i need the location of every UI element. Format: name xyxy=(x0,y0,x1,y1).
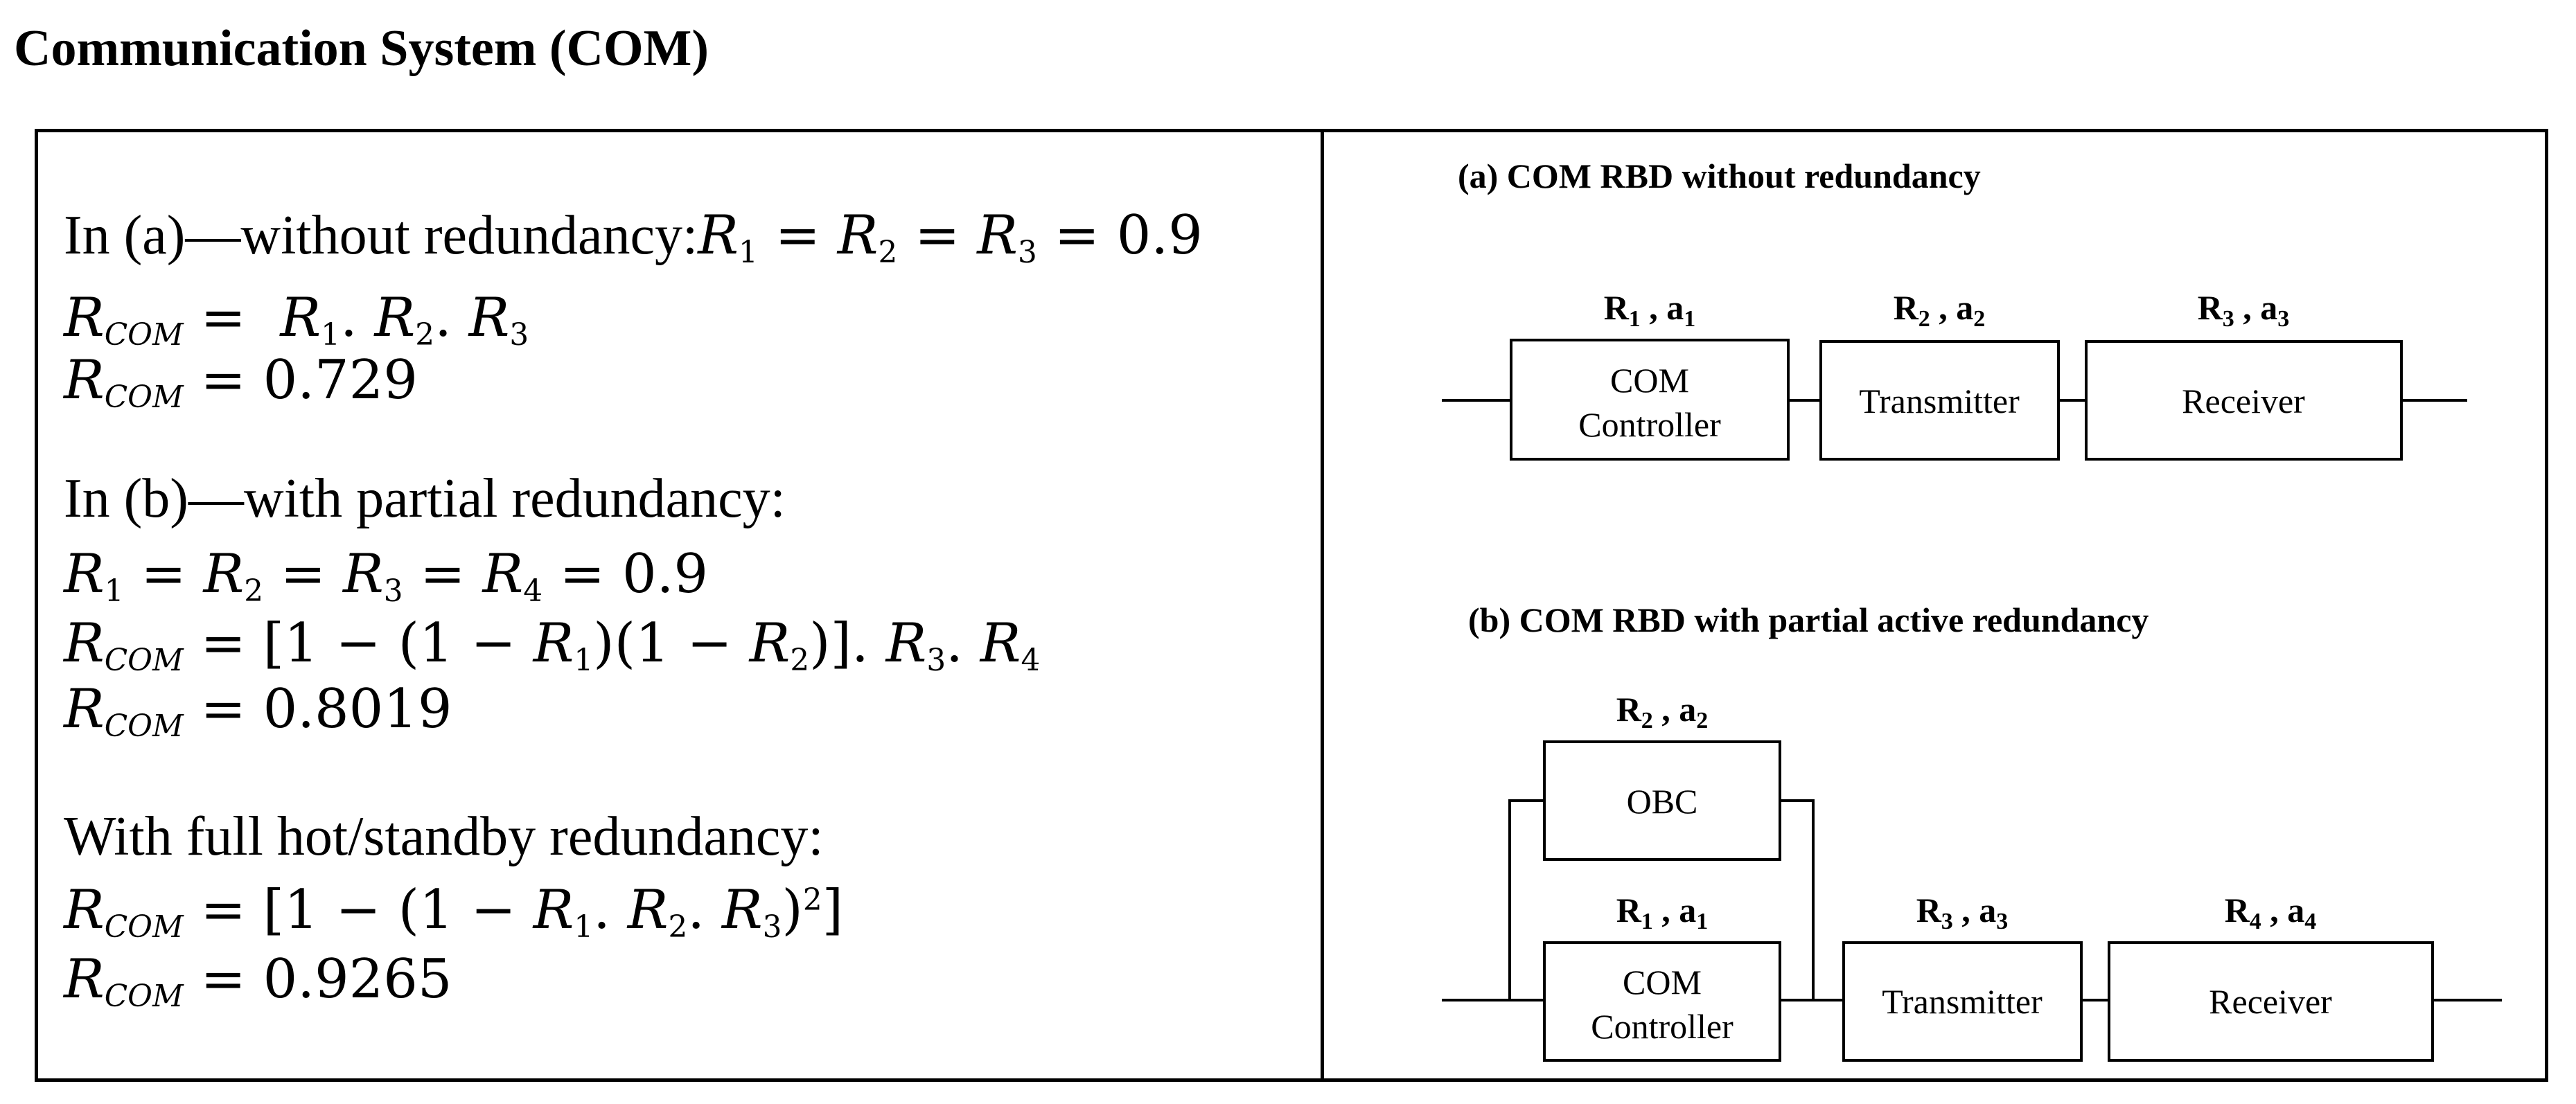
block-param: R4 , a4 xyxy=(2225,891,2317,934)
eq-c-formula: RCOM = [1 − (1 − R1. R2. R3)2] xyxy=(64,879,844,945)
block-label: Transmitter xyxy=(1859,382,2020,420)
page-title: Communication System (COM) xyxy=(14,20,709,77)
eq-a-heading-line: In (a)—without redundancy:R1 = R2 = R3 =… xyxy=(64,204,1203,271)
rbd-diagrams: (a) COM RBD without redundancy COM Contr… xyxy=(1442,157,2502,1062)
block-label: COM xyxy=(1623,963,1702,1001)
eq-a-result: 0.729 xyxy=(263,349,418,411)
eq-a-result-line: RCOM = 0.729 xyxy=(64,349,418,416)
eq-b-result: 0.8019 xyxy=(263,678,452,740)
block-label: COM xyxy=(1610,361,1689,400)
block-param: R1 , a1 xyxy=(1616,891,1709,934)
block-label: Receiver xyxy=(2209,982,2332,1021)
eq-a-heading: In (a)—without redundancy: xyxy=(64,205,698,266)
diagram-b-block-obc: OBC R2 , a2 xyxy=(1543,690,1781,861)
diagram-b-connector-lines xyxy=(1442,799,2502,1001)
diagram-b-block-receiver: Receiver R4 , a4 xyxy=(2108,891,2434,1062)
eq-c-result-line: RCOM = 0.9265 xyxy=(64,948,452,1015)
frame-divider xyxy=(1321,129,1324,1082)
block-param: R3 , a3 xyxy=(1916,891,2009,934)
diagram-a-title: (a) COM RBD without redundancy xyxy=(1458,157,1981,195)
eq-c-heading: With full hot/standby redundancy: xyxy=(64,806,824,867)
block-param: R1 , a1 xyxy=(1604,288,1696,332)
eq-c-result: 0.9265 xyxy=(263,948,452,1010)
eq-b-formula: RCOM = [1 − (1 − R1)(1 − R2)]. R3. R4 xyxy=(64,612,1041,679)
content-frame xyxy=(35,129,2548,1082)
diagram-b-title: (b) COM RBD with partial active redundan… xyxy=(1468,600,2149,639)
block-label: Controller xyxy=(1591,1007,1733,1046)
eq-a-formula: RCOM = R1. R2. R3 xyxy=(64,287,529,353)
diagram-a-block-transmitter: Transmitter R2 , a2 xyxy=(1819,288,2060,461)
diagram-b-block-com-controller: COM Controller R1 , a1 xyxy=(1543,891,1781,1062)
diagram-a-block-com-controller: COM Controller R1 , a1 xyxy=(1510,288,1790,461)
eq-b-value: 0.9 xyxy=(621,543,708,605)
eq-b-values: R1 = R2 = R3 = R4 = 0.9 xyxy=(64,543,708,609)
eq-a-value: 0.9 xyxy=(1116,204,1203,267)
eq-b-result-line: RCOM = 0.8019 xyxy=(64,678,452,745)
block-param: R3 , a3 xyxy=(2198,288,2290,332)
block-label: Controller xyxy=(1578,405,1721,444)
diagram-a-block-receiver: Receiver R3 , a3 xyxy=(2085,288,2403,461)
diagram-b-block-transmitter: Transmitter R3 , a3 xyxy=(1842,891,2083,1062)
block-param: R2 , a2 xyxy=(1616,690,1709,733)
block-label: Receiver xyxy=(2182,382,2305,420)
eq-b-heading: In (b)—with partial redundancy: xyxy=(64,468,786,529)
block-param: R2 , a2 xyxy=(1894,288,1986,332)
block-label: OBC xyxy=(1627,782,1698,821)
block-label: Transmitter xyxy=(1882,982,2043,1021)
